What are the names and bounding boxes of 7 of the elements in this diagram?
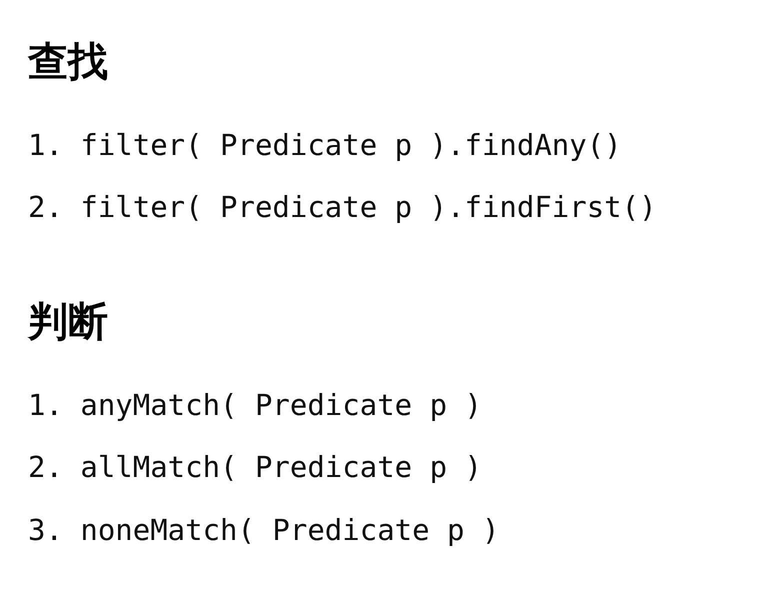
list-item: 1. filter( Predicate p ).findAny() bbox=[28, 127, 622, 163]
list-item: 1. anyMatch( Predicate p ) bbox=[28, 387, 482, 423]
list-item: 2. filter( Predicate p ).findFirst() bbox=[28, 189, 657, 225]
section-heading: 判断 bbox=[28, 298, 108, 346]
section-heading: 查找 bbox=[28, 38, 108, 86]
list-item: 3. noneMatch( Predicate p ) bbox=[28, 512, 500, 548]
list-item: 2. allMatch( Predicate p ) bbox=[28, 449, 482, 485]
